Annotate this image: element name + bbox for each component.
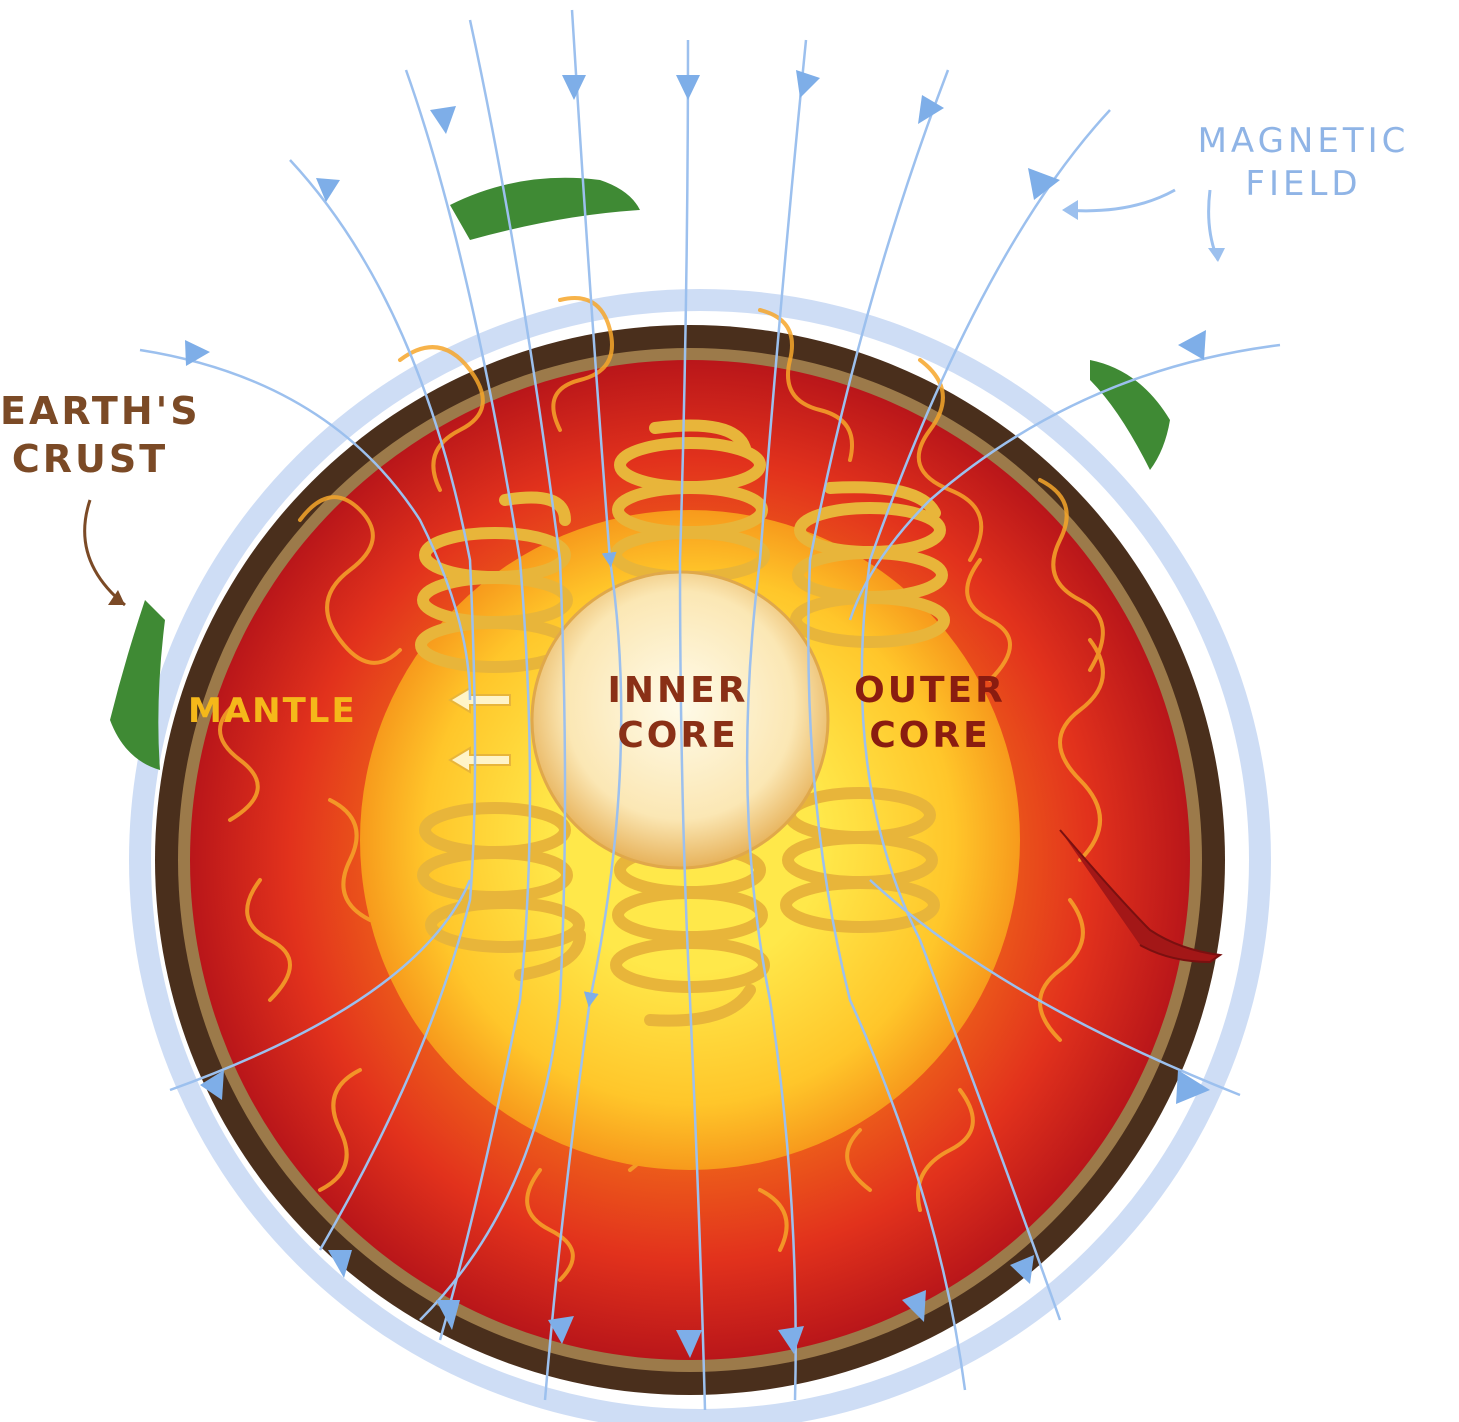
field-pointer-arrowhead-2 <box>1208 248 1225 262</box>
earths-crust-label: Earth's Crust <box>0 388 180 483</box>
outer-core-label: Outer Core <box>840 668 1020 758</box>
magnetic-field-label: Magnetic field <box>1148 120 1459 205</box>
mantle-label: Mantle <box>188 690 357 733</box>
field-pointer-arrowhead-1 <box>1062 200 1078 220</box>
crust-pointer-arrow <box>85 500 125 605</box>
inner-core-label: Inner Core <box>588 668 768 758</box>
